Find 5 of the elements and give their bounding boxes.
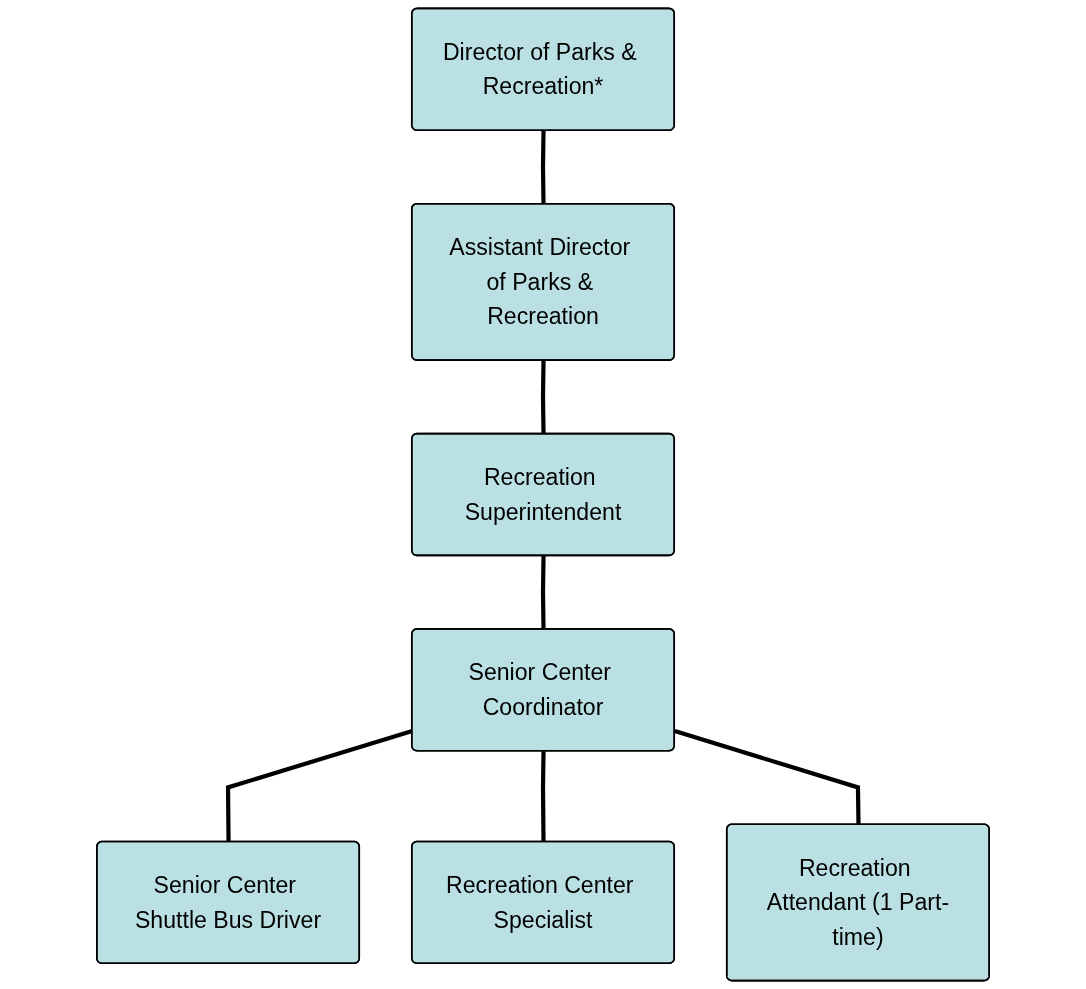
connector (540, 130, 546, 205)
connector (540, 360, 546, 435)
connector (540, 751, 546, 843)
connector (674, 729, 861, 825)
connector (540, 555, 546, 630)
